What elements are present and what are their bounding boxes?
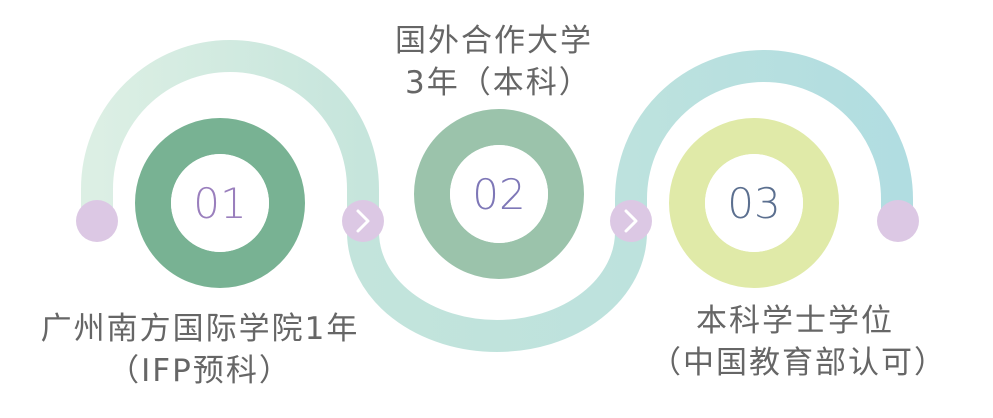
step-1-caption-line2: （IFP预科） — [108, 353, 292, 389]
step-1-ring: 01 — [135, 118, 305, 288]
flow-arc-2 — [347, 222, 647, 352]
step-1-number: 01 — [193, 179, 246, 228]
chevron-right-icon — [624, 209, 638, 233]
step-3-caption: 本科学士学位 （中国教育部认可） — [650, 300, 947, 384]
step-3-number: 03 — [727, 179, 780, 228]
step-1-caption: 广州南方国际学院1年 （IFP预科） — [30, 308, 370, 392]
step-3-caption-line2: （中国教育部认可） — [650, 345, 947, 381]
step-3-ring: 03 — [669, 118, 839, 288]
step-2-caption-line1: 国外合作大学 — [395, 23, 593, 59]
flow-arc-3 — [615, 50, 913, 222]
connector-2 — [610, 200, 652, 242]
step-2-ring: 02 — [414, 109, 584, 279]
flow-end-dot — [877, 200, 919, 242]
step-2-caption: 国外合作大学 3年（本科） — [395, 20, 625, 104]
step-2-number: 02 — [472, 170, 525, 219]
step-3-caption-line1: 本科学士学位 — [696, 303, 894, 339]
step-1-caption-line1: 广州南方国际学院1年 — [40, 311, 360, 347]
chevron-right-icon — [356, 209, 370, 233]
flow-arc-1 — [81, 40, 379, 222]
step-2-caption-line2: 3年（本科） — [405, 65, 592, 101]
connector-1 — [342, 200, 384, 242]
flow-start-dot — [76, 200, 118, 242]
